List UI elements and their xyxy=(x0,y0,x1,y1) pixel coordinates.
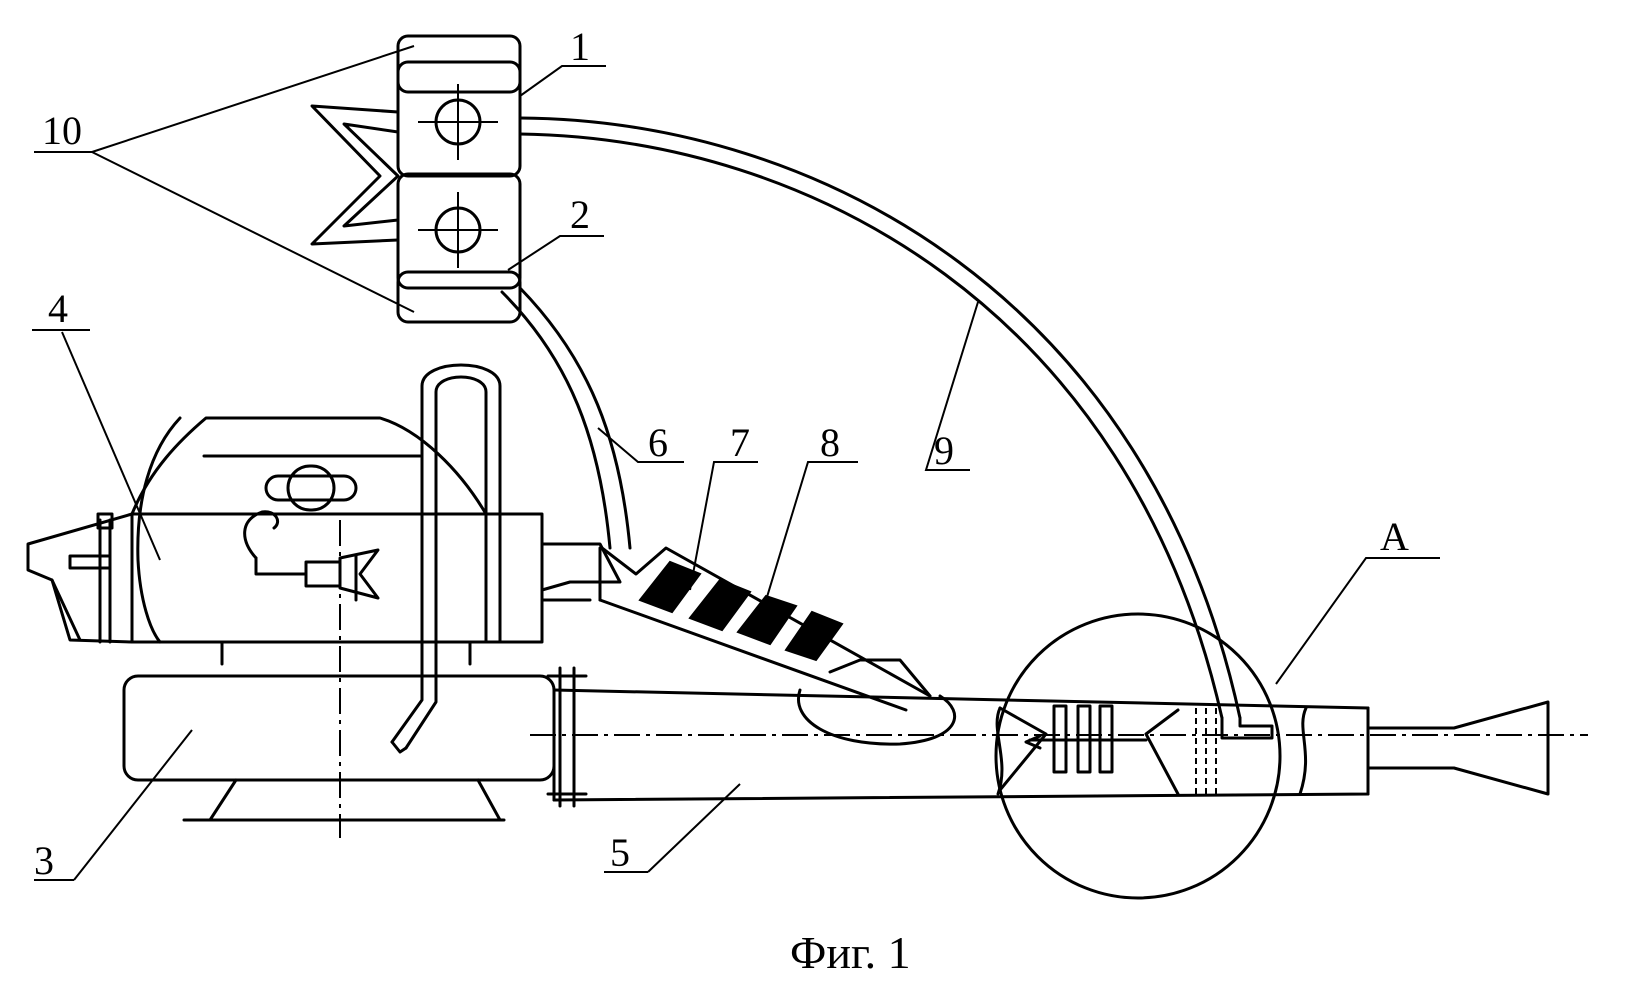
label-7: 7 xyxy=(730,420,750,465)
label-A: A xyxy=(1380,514,1409,559)
feed-channel-7-8 xyxy=(600,548,955,744)
hose-6 xyxy=(502,288,630,548)
label-8: 8 xyxy=(820,420,840,465)
engine-4 xyxy=(28,365,620,838)
pressure-block-assembly xyxy=(312,36,520,322)
barrel-5 xyxy=(530,668,1588,806)
label-6: 6 xyxy=(648,420,668,465)
label-1: 1 xyxy=(570,24,590,69)
label-5: 5 xyxy=(610,830,630,875)
figure-caption: Фиг. 1 xyxy=(790,927,911,978)
part-labels: 1 2 3 4 5 6 7 8 9 10 A xyxy=(34,24,1409,883)
detail-circle-A xyxy=(996,614,1280,898)
label-2: 2 xyxy=(570,192,590,237)
label-9: 9 xyxy=(934,428,954,473)
hatched-element-8 xyxy=(738,596,796,644)
shell-top xyxy=(398,36,520,92)
hose-9 xyxy=(520,118,1272,738)
label-10: 10 xyxy=(42,108,82,153)
shell-bottom xyxy=(398,272,520,322)
label-4: 4 xyxy=(48,286,68,331)
label-3: 3 xyxy=(34,838,54,883)
